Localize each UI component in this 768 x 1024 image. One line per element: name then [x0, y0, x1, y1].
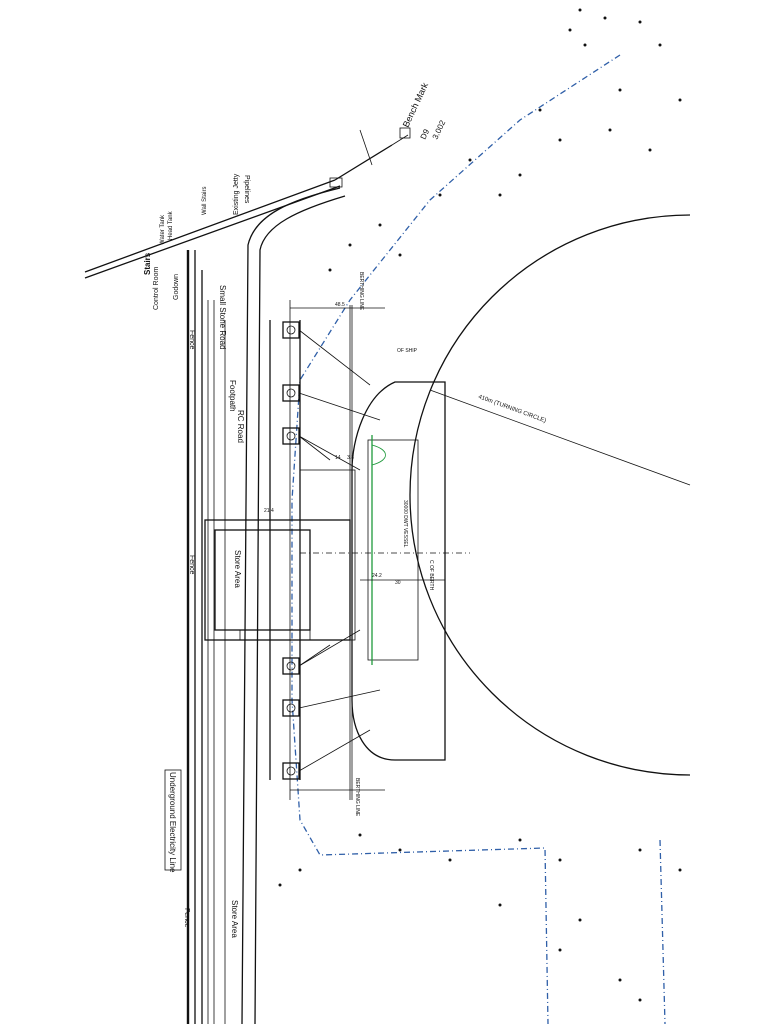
access-road [241, 187, 346, 1024]
dim-48-label: 48.5 [335, 302, 345, 308]
small-stone-road-label: Small Stone Road [218, 285, 227, 349]
footpath-label: Footpath [228, 380, 237, 412]
existing-jetty-label: Existing Jetty [233, 173, 240, 215]
bench-code-label: D9 [419, 127, 432, 141]
dim-14-label: 14 [335, 455, 341, 461]
fence-top-label: Fence [188, 330, 195, 350]
labels: Bench Mark D9 3.002 Existing Jetty Wall … [143, 81, 448, 939]
survey-points [278, 8, 682, 1002]
berthing-line [290, 305, 385, 800]
bench-mark-label: Bench Mark [401, 81, 431, 129]
dry-vessel-label: 30000 DWT VESSEL [402, 500, 408, 548]
control-room-label: Control Room [153, 267, 160, 310]
berth-center-label: C OF BERTH [428, 560, 434, 591]
ship-label: OF SHIP [397, 348, 418, 354]
mooring-dolphins [282, 321, 300, 780]
stairs-label: Stairs [143, 252, 152, 275]
water-tank-label: Water Tank [160, 214, 166, 245]
underground-electricity-label: Underground Electricity Line [168, 772, 177, 873]
vessel-outline [351, 381, 446, 761]
fence-bottom-label: Fence [183, 908, 190, 928]
dim-21-label: 21.4 [264, 508, 274, 514]
fence-mid-label: Fence [188, 555, 195, 575]
head-tank-label: Head Tank [168, 210, 174, 240]
store-area-bottom-label: Store Area [230, 900, 239, 938]
berthing-line-bottom-label: BERTHING LINE [354, 778, 360, 817]
godown-label: Godown [173, 274, 180, 300]
store-area-top-label: Store Area [233, 550, 242, 588]
navigation-channel [291, 54, 666, 1024]
berth-centerline [300, 552, 470, 581]
mooring-lines [298, 329, 381, 772]
dim-24-label: 24.2 [372, 573, 382, 579]
pipelines-label: Pipelines [243, 175, 250, 204]
berthing-line-top-label: BERTHING LINE [358, 272, 364, 311]
turning-circle: 410m (TURNING CIRCLE) [409, 214, 691, 776]
dim-38-label: 3.8 [347, 455, 354, 461]
wharf-platform [204, 300, 356, 800]
boundary-wall [186, 250, 226, 1024]
dim-30-label: 30 [395, 580, 401, 586]
bench-level-label: 3.002 [431, 118, 448, 140]
rc-road-label: RC Road [236, 410, 245, 443]
wall-stairs-label: Wall Stairs [202, 187, 208, 215]
